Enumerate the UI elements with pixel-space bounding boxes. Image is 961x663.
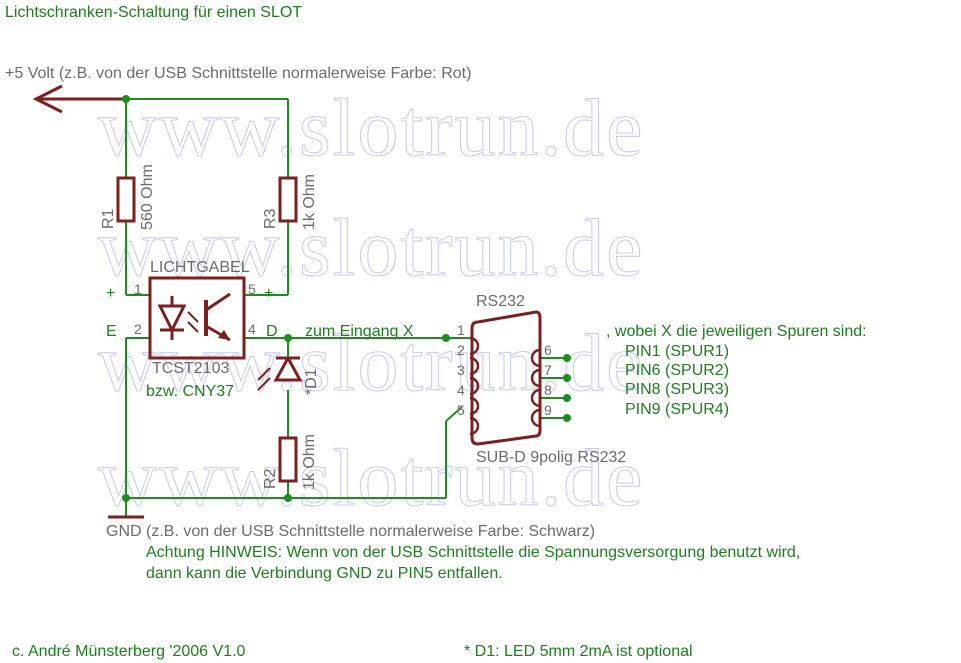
connector-pin-6: 6 <box>544 342 552 358</box>
track-item: PIN8 (SPUR3) <box>625 381 729 398</box>
optocoupler-title: LICHTGABEL <box>150 259 250 276</box>
junction-dot <box>122 494 130 502</box>
tracks-list: , wobei X die jeweiligen Spuren sind: PI… <box>606 323 867 418</box>
junction-dots <box>122 95 571 502</box>
junction-dot <box>563 414 571 422</box>
optocoupler-lichtgabel: LICHTGABEL TCST2103 bzw. CNY37 1 2 4 5 +… <box>106 259 278 400</box>
input-label: zum Eingang X <box>305 323 414 340</box>
connector-caption: SUB-D 9polig RS232 <box>476 449 626 466</box>
opto-plus-right: + <box>264 285 273 302</box>
r1-value: 560 Ohm <box>139 164 156 230</box>
r1-name: R1 <box>100 208 117 229</box>
supply-label: +5 Volt (z.B. von der USB Schnittstelle … <box>5 65 471 82</box>
opto-pin-1: 1 <box>134 281 142 297</box>
r2-name: R2 <box>262 468 279 489</box>
led-d1: *D1 <box>257 354 320 395</box>
connector-title: RS232 <box>476 293 525 310</box>
watermark-1: www.slotrun.de <box>98 82 645 173</box>
junction-dot <box>563 354 571 362</box>
optocoupler-part: TCST2103 <box>152 360 229 377</box>
junction-dot <box>284 334 292 342</box>
opto-e-label: E <box>106 323 117 340</box>
connector-pin-9: 9 <box>544 402 552 418</box>
resistor-r1: R1 560 Ohm <box>100 164 156 230</box>
junction-dot <box>563 374 571 382</box>
hinweis-line-2: dann kann die Verbindung GND zu PIN5 ent… <box>146 565 503 582</box>
connector-pin-3: 3 <box>457 362 465 378</box>
opto-plus-left: + <box>106 285 115 302</box>
r3-name: R3 <box>262 208 279 229</box>
connector-pin-4: 4 <box>457 382 465 398</box>
track-item: PIN9 (SPUR4) <box>625 401 729 418</box>
watermark-group: www.slotrun.de www.slotrun.de www.slotru… <box>98 82 645 524</box>
track-item: PIN6 (SPUR2) <box>625 362 729 379</box>
gnd-label: GND (z.B. von der USB Schnittstelle norm… <box>106 523 595 540</box>
connector-pin-7: 7 <box>544 362 552 378</box>
watermark-4: www.slotrun.de <box>98 432 645 523</box>
junction-dot <box>122 95 130 103</box>
connector-pin-2: 2 <box>457 342 465 358</box>
opto-pin-2: 2 <box>134 321 142 337</box>
hinweis-line-1: Achtung HINWEIS: Wenn von der USB Schnit… <box>146 544 800 561</box>
footnote: * D1: LED 5mm 2mA ist optional <box>464 643 693 660</box>
wires <box>125 98 567 516</box>
resistor-r2: R2 1k Ohm <box>262 434 318 490</box>
d1-label: *D1 <box>303 368 320 395</box>
junction-dot <box>284 494 292 502</box>
supply-arrow <box>32 84 126 114</box>
opto-pin-4: 4 <box>248 321 256 337</box>
junction-dot <box>563 394 571 402</box>
optocoupler-alt: bzw. CNY37 <box>146 383 234 400</box>
connector-pin-5: 5 <box>457 402 465 418</box>
r2-value: 1k Ohm <box>301 434 318 490</box>
resistor-r3: R3 1k Ohm <box>262 174 318 230</box>
watermark-3: www.slotrun.de <box>98 317 645 408</box>
track-item: PIN1 (SPUR1) <box>625 343 729 360</box>
r3-value: 1k Ohm <box>301 174 318 230</box>
tracks-intro: , wobei X die jeweiligen Spuren sind: <box>606 323 867 340</box>
rs232-connector: RS232 SUB-D 9polig RS232 1 2 3 4 5 6 7 8… <box>457 293 626 466</box>
connector-pin-8: 8 <box>544 382 552 398</box>
opto-pin-5: 5 <box>248 281 256 297</box>
opto-d-label: D <box>266 323 278 340</box>
junction-dot <box>442 334 450 342</box>
copyright: c. André Münsterberg '2006 V1.0 <box>12 643 246 660</box>
diagram-title: Lichtschranken-Schaltung für einen SLOT <box>5 4 302 21</box>
connector-pin-1: 1 <box>457 322 465 338</box>
